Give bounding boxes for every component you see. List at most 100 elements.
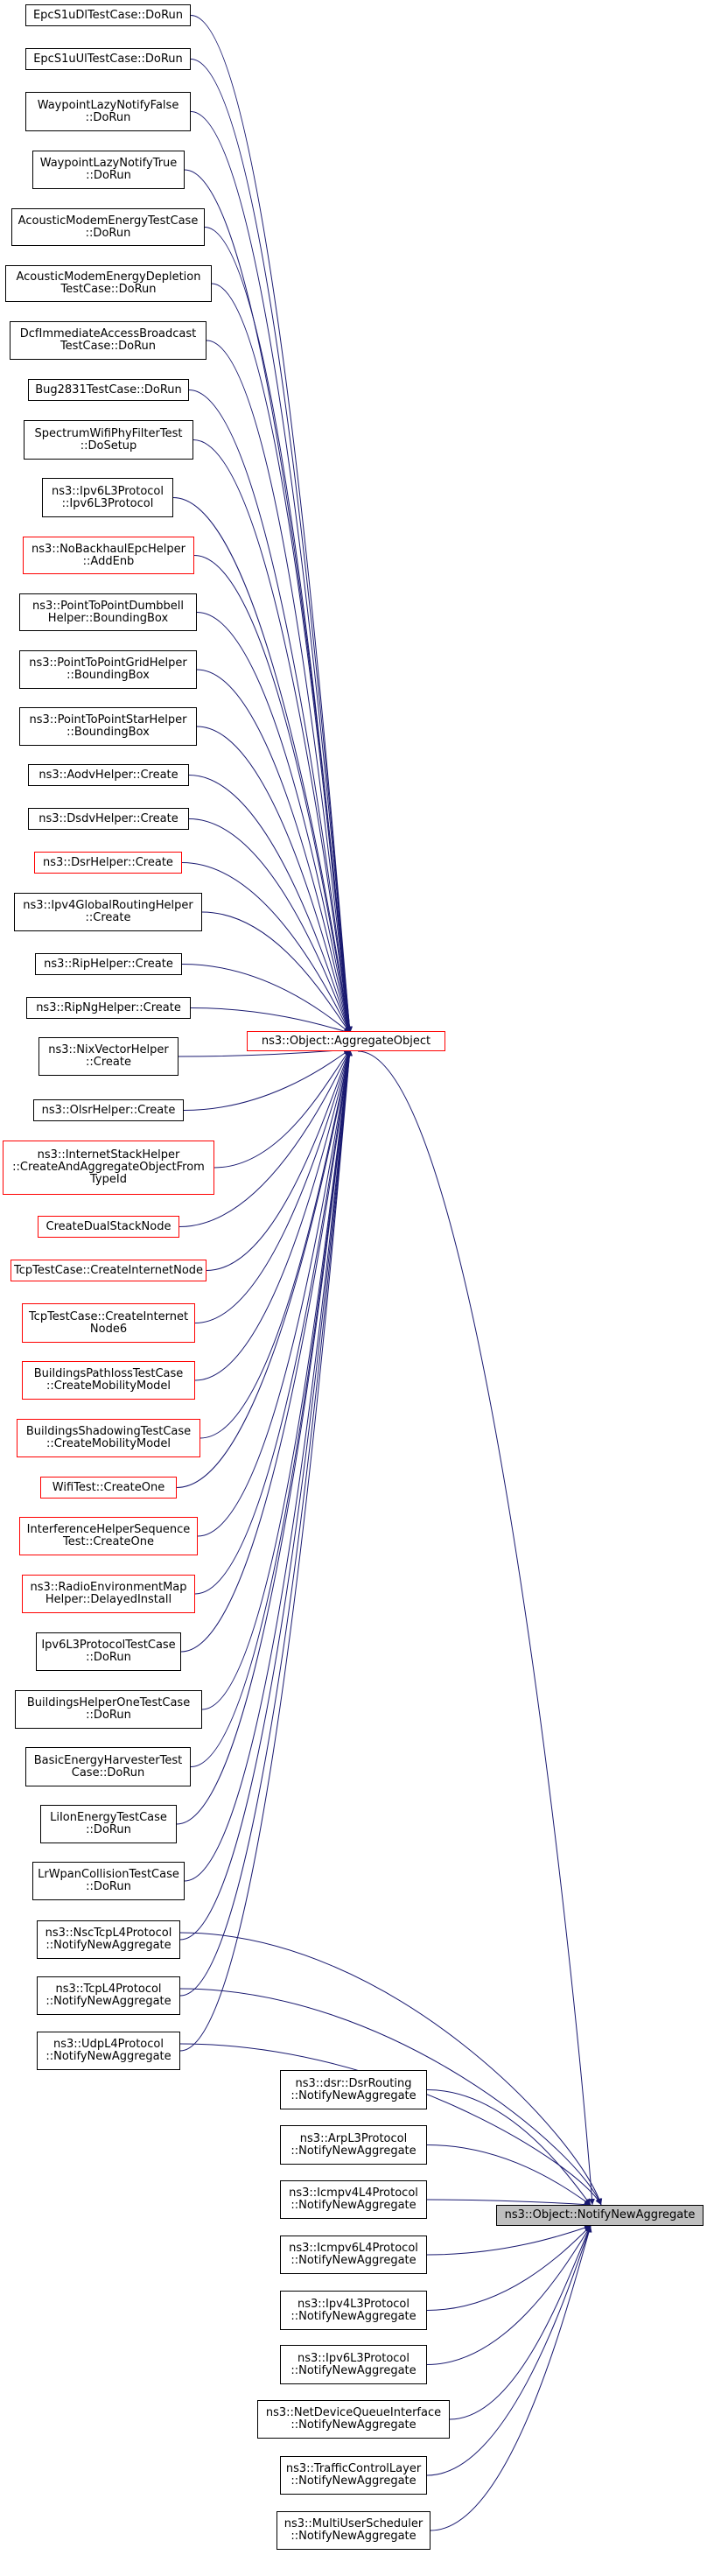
node-label-line: TcpTestCase::CreateInternetNode	[13, 1263, 204, 1277]
caller-node[interactable]: ns3::Ipv6L3Protocol::Ipv6L3Protocol	[42, 478, 173, 517]
aggregate-object-node[interactable]: ns3::Object::AggregateObject	[247, 1031, 445, 1051]
node-label-line: BasicEnergyHarvesterTest	[33, 1753, 183, 1767]
caller-node[interactable]: ns3::dsr::DsrRouting::NotifyNewAggregate	[280, 2070, 427, 2109]
node-label-line: ::Ipv6L3Protocol	[61, 496, 154, 510]
caller-node[interactable]: ns3::ArpL3Protocol::NotifyNewAggregate	[280, 2125, 427, 2165]
node-label-line: Node6	[89, 1322, 128, 1336]
caller-node[interactable]: ns3::NetDeviceQueueInterface::NotifyNewA…	[257, 2400, 450, 2439]
caller-node[interactable]: ns3::InternetStackHelper::CreateAndAggre…	[3, 1141, 214, 1195]
node-label-line: TcpTestCase::CreateInternet	[28, 1309, 189, 1323]
node-label-line: ns3::NixVectorHelper	[48, 1043, 169, 1056]
caller-node[interactable]: ns3::NixVectorHelper::Create	[38, 1037, 178, 1076]
caller-node[interactable]: BuildingsShadowingTestCase::CreateMobili…	[17, 1419, 200, 1457]
caller-node[interactable]: ns3::Icmpv4L4Protocol::NotifyNewAggregat…	[280, 2180, 427, 2219]
call-edge	[179, 1049, 353, 2052]
node-label-line: ::NotifyNewAggregate	[46, 1995, 172, 2008]
caller-node[interactable]: Ipv6L3ProtocolTestCase::DoRun	[36, 1632, 181, 1671]
node-label-line: ns3::TrafficControlLayer	[285, 2462, 422, 2475]
node-label-line: ns3::AodvHelper::Create	[38, 768, 178, 782]
node-label-line: ns3::Ipv4GlobalRoutingHelper	[23, 899, 193, 912]
node-label-line: ::AddEnb	[82, 554, 135, 568]
call-edge	[196, 726, 352, 1034]
caller-node[interactable]: TcpTestCase::CreateInternetNode	[10, 1260, 206, 1281]
node-label-line: ::BoundingBox	[66, 726, 150, 739]
caller-node[interactable]: ns3::UdpL4Protocol::NotifyNewAggregate	[37, 2032, 180, 2070]
node-label-line: ns3::Ipv4L3Protocol	[298, 2297, 410, 2311]
caller-node[interactable]: ns3::TrafficControlLayer::NotifyNewAggre…	[280, 2456, 427, 2495]
edge-aggregateobject-to-notifynewaggregate	[357, 1050, 595, 2206]
caller-node[interactable]: WifiTest::CreateOne	[40, 1477, 177, 1499]
caller-node[interactable]: ns3::Ipv4GlobalRoutingHelper::Create	[14, 893, 202, 931]
caller-node[interactable]: WaypointLazyNotifyFalse::DoRun	[25, 92, 191, 131]
node-label-line: SpectrumWifiPhyFilterTest	[34, 426, 183, 440]
caller-node[interactable]: ns3::OlsrHelper::Create	[33, 1099, 184, 1121]
call-edge	[179, 1049, 353, 1997]
call-edge	[214, 1049, 351, 1169]
caller-node[interactable]: ns3::PointToPointGridHelper::BoundingBox	[19, 650, 197, 689]
override-edge	[179, 1988, 602, 2206]
call-edge	[179, 1049, 353, 1941]
caller-node[interactable]: WaypointLazyNotifyTrue::DoRun	[32, 151, 185, 189]
call-edge	[426, 2225, 592, 2476]
node-label-line: ::NotifyNewAggregate	[290, 2418, 416, 2432]
caller-node[interactable]: ns3::AodvHelper::Create	[28, 764, 189, 786]
caller-node[interactable]: ns3::RipNgHelper::Create	[26, 997, 191, 1019]
caller-node[interactable]: CreateDualStackNode	[38, 1216, 179, 1238]
node-label-line: ns3::Object::AggregateObject	[261, 1034, 431, 1048]
caller-node[interactable]: ns3::TcpL4Protocol::NotifyNewAggregate	[37, 1976, 180, 2015]
caller-node[interactable]: BuildingsPathlossTestCase::CreateMobilit…	[22, 1361, 195, 1400]
call-edge	[426, 2225, 592, 2365]
call-edge	[194, 1049, 352, 1381]
node-label-line: LiIonEnergyTestCase	[50, 1811, 167, 1824]
call-edge	[188, 775, 352, 1034]
caller-node[interactable]: ns3::PointToPointStarHelper::BoundingBox	[19, 707, 197, 746]
caller-node[interactable]: SpectrumWifiPhyFilterTest::DoSetup	[24, 420, 193, 460]
call-edge	[184, 1049, 353, 1882]
caller-node[interactable]: ns3::Ipv6L3Protocol::NotifyNewAggregate	[280, 2345, 427, 2384]
node-label-line: BuildingsPathlossTestCase	[33, 1367, 184, 1380]
node-label-line: ::NotifyNewAggregate	[290, 2530, 416, 2543]
node-label-line: ::DoRun	[85, 226, 131, 240]
caller-node[interactable]: BuildingsHelperOneTestCase::DoRun	[15, 1690, 202, 1729]
caller-node[interactable]: AcousticModemEnergyTestCase::DoRun	[11, 208, 205, 246]
caller-node[interactable]: ns3::NscTcpL4Protocol::NotifyNewAggregat…	[37, 1920, 180, 1959]
caller-node[interactable]: ns3::RipHelper::Create	[35, 953, 182, 975]
node-label-line: Case::DoRun	[71, 1765, 145, 1779]
node-label-line: ns3::RadioEnvironmentMap	[30, 1581, 187, 1594]
override-edge	[179, 1932, 603, 2206]
call-edge	[426, 2199, 592, 2208]
caller-node[interactable]: ns3::DsdvHelper::Create	[28, 808, 189, 830]
node-label-line: ns3::Ipv6L3Protocol	[52, 484, 164, 498]
caller-node[interactable]: ns3::NoBackhaulEpcHelper::AddEnb	[23, 537, 194, 574]
node-label-line: AcousticModemEnergyTestCase	[18, 214, 199, 228]
node-label-line: Helper::DelayedInstall	[45, 1593, 172, 1606]
caller-node[interactable]: EpcS1uUlTestCase::DoRun	[25, 48, 191, 70]
caller-node[interactable]: ns3::MultiUserScheduler::NotifyNewAggreg…	[276, 2511, 430, 2550]
caller-node[interactable]: Bug2831TestCase::DoRun	[28, 379, 189, 401]
node-label-line: ::NotifyNewAggregate	[290, 2199, 416, 2212]
caller-node[interactable]: ns3::DsrHelper::Create	[34, 852, 182, 874]
node-label-line: ::NotifyNewAggregate	[290, 2088, 416, 2102]
node-label-line: Helper::BoundingBox	[47, 611, 169, 625]
node-label-line: ::CreateMobilityModel	[46, 1379, 172, 1393]
call-edge	[193, 555, 353, 1034]
node-label-line: ns3::Icmpv6L4Protocol	[289, 2242, 418, 2255]
caller-node[interactable]: LrWpanCollisionTestCase::DoRun	[32, 1862, 185, 1900]
node-label-line: ::DoRun	[85, 110, 131, 124]
call-edge	[181, 964, 351, 1034]
call-edge	[196, 669, 352, 1034]
caller-node[interactable]: ns3::Ipv4L3Protocol::NotifyNewAggregate	[280, 2291, 427, 2330]
node-label-line: BuildingsShadowingTestCase	[25, 1425, 192, 1438]
caller-node[interactable]: LiIonEnergyTestCase::DoRun	[40, 1805, 177, 1843]
caller-node[interactable]: EpcS1uDlTestCase::DoRun	[25, 4, 191, 26]
call-edge	[426, 2224, 592, 2256]
notify-new-aggregate-node: ns3::Object::NotifyNewAggregate	[496, 2205, 704, 2226]
caller-node[interactable]: ns3::Icmpv6L4Protocol::NotifyNewAggregat…	[280, 2236, 427, 2274]
